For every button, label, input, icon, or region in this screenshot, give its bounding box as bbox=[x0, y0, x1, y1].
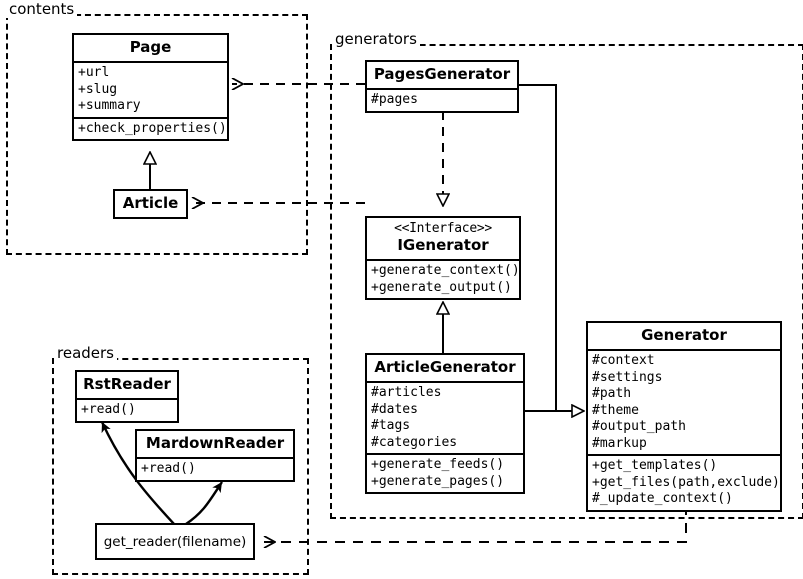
class-igenerator-stereotype: <<Interface>> bbox=[394, 221, 492, 236]
class-page[interactable]: Page +url +slug +summary +check_properti… bbox=[72, 33, 229, 142]
method: +get_templates() bbox=[592, 458, 718, 474]
method: +read() bbox=[81, 402, 136, 418]
class-article-title: Article bbox=[122, 194, 179, 212]
method: +read() bbox=[141, 461, 196, 477]
attribute: +summary bbox=[78, 98, 141, 114]
attribute: #output_path bbox=[592, 419, 686, 435]
method: +generate_context() bbox=[371, 263, 520, 279]
attribute: +url bbox=[78, 65, 110, 81]
class-igenerator[interactable]: <<Interface>> IGenerator +generate_conte… bbox=[365, 216, 521, 301]
attribute: #articles bbox=[371, 385, 442, 401]
package-label-readers: readers bbox=[54, 344, 117, 362]
method: +check_properties() bbox=[78, 120, 227, 136]
attribute: #dates bbox=[371, 401, 418, 417]
class-mardownreader-methods: +read() bbox=[137, 457, 293, 480]
class-articlegenerator-attributes: #articles #dates #tags #categories bbox=[367, 381, 523, 453]
class-mardownreader-title: MardownReader bbox=[145, 434, 285, 452]
attribute: #theme bbox=[592, 402, 639, 418]
attribute: #path bbox=[592, 386, 632, 402]
method: #_update_context() bbox=[592, 491, 733, 507]
class-articlegenerator-title: ArticleGenerator bbox=[374, 358, 516, 376]
attribute: +slug bbox=[78, 81, 118, 97]
class-mardownreader[interactable]: MardownReader +read() bbox=[135, 429, 295, 482]
attribute: #pages bbox=[371, 92, 418, 108]
function-get-reader[interactable]: get_reader(filename) bbox=[95, 523, 255, 560]
class-page-title: Page bbox=[129, 38, 172, 56]
class-pagesgenerator-attributes: #pages bbox=[367, 88, 517, 111]
attribute: #markup bbox=[592, 435, 647, 451]
class-generator-attributes: #context #settings #path #theme #output_… bbox=[588, 349, 780, 454]
method: +get_files(path,exclude) bbox=[592, 474, 780, 490]
method: +generate_output() bbox=[371, 279, 512, 295]
attribute: #settings bbox=[592, 369, 663, 385]
class-igenerator-methods: +generate_context() +generate_output() bbox=[367, 259, 520, 298]
class-generator-methods: +get_templates() +get_files(path,exclude… bbox=[588, 454, 780, 510]
class-igenerator-name: IGenerator bbox=[397, 235, 489, 254]
method: +generate_feeds() bbox=[371, 457, 505, 473]
class-articlegenerator-methods: +generate_feeds() +generate_pages() bbox=[367, 453, 523, 492]
attribute: #context bbox=[592, 353, 655, 369]
function-get-reader-label: get_reader(filename) bbox=[103, 533, 247, 550]
class-article[interactable]: Article bbox=[113, 189, 188, 220]
attribute: #tags bbox=[371, 418, 411, 434]
package-label-generators: generators bbox=[332, 30, 420, 48]
package-readers bbox=[52, 358, 309, 575]
class-generator-title: Generator bbox=[641, 326, 727, 344]
class-rstreader[interactable]: RstReader +read() bbox=[75, 370, 179, 423]
attribute: #categories bbox=[371, 434, 458, 450]
class-generator[interactable]: Generator #context #settings #path #them… bbox=[586, 321, 782, 512]
class-pagesgenerator-title: PagesGenerator bbox=[373, 65, 511, 83]
class-page-methods: +check_properties() bbox=[74, 116, 227, 140]
method: +generate_pages() bbox=[371, 473, 505, 489]
class-igenerator-title: <<Interface>> IGenerator bbox=[367, 218, 519, 259]
class-articlegenerator[interactable]: ArticleGenerator #articles #dates #tags … bbox=[365, 353, 525, 495]
package-label-contents: contents bbox=[6, 0, 78, 18]
class-pagesgenerator[interactable]: PagesGenerator #pages bbox=[365, 60, 519, 113]
class-rstreader-methods: +read() bbox=[77, 398, 177, 421]
package-contents bbox=[6, 14, 308, 255]
class-rstreader-title: RstReader bbox=[83, 375, 171, 393]
class-page-attributes: +url +slug +summary bbox=[74, 61, 227, 117]
